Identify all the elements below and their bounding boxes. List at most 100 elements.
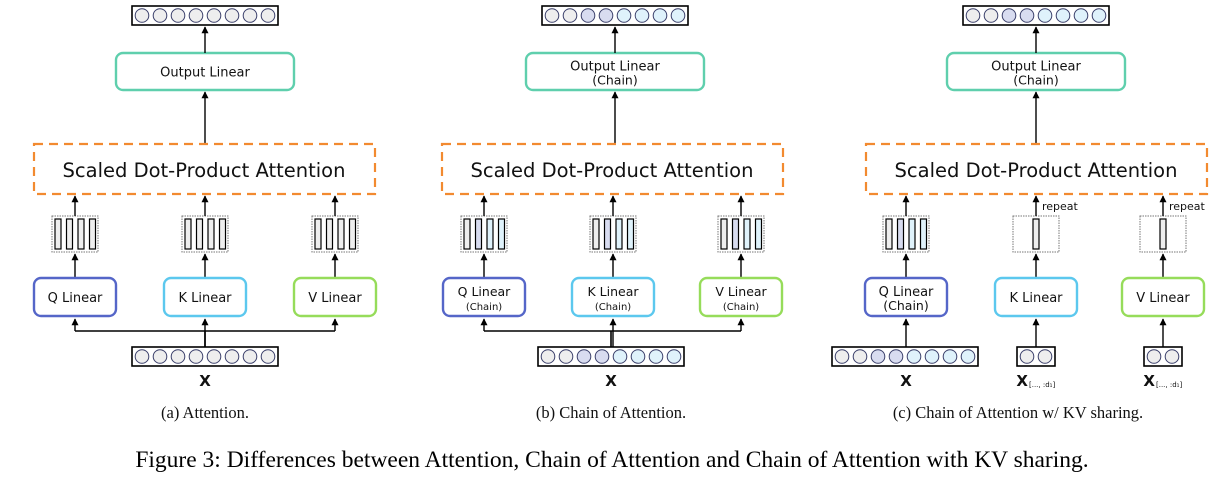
matrix-column	[65, 218, 74, 250]
q-linear-box: Q Linear	[32, 276, 118, 318]
matrix-column	[603, 218, 612, 250]
q-linear-box-label: Q Linear	[48, 291, 103, 306]
vector-cell	[242, 349, 258, 364]
vector-cell	[616, 8, 632, 23]
attention-box: Scaled Dot-Product Attention	[32, 142, 377, 196]
vector-cell	[242, 8, 258, 23]
v-linear-box-frame	[292, 276, 378, 318]
v-linear-box-label: V Linear	[308, 291, 362, 306]
attention-box: Scaled Dot-Product Attention	[864, 142, 1209, 196]
matrix-column	[919, 218, 928, 250]
vector-frame	[131, 5, 279, 26]
vector-cell	[188, 8, 204, 23]
vector-cell	[558, 349, 574, 364]
q-linear-box-frame	[32, 276, 118, 318]
vector-cell	[152, 8, 168, 23]
v-linear-box-frame	[698, 276, 784, 318]
k-linear-box-sublabel: (Chain)	[595, 302, 631, 313]
vector-cell	[670, 8, 686, 23]
vector-cell	[1055, 8, 1071, 23]
matrix-column	[754, 218, 763, 250]
vector-frame	[962, 5, 1110, 26]
vector-cell	[612, 349, 628, 364]
vector-cell	[188, 349, 204, 364]
v-linear-box: V Linear	[292, 276, 378, 318]
vector-cell	[924, 349, 940, 364]
v-linear-box: V Linear(Chain)	[698, 276, 784, 318]
attention-box-frame	[32, 142, 377, 196]
vector-cell	[983, 8, 999, 23]
matrix-column	[337, 218, 345, 250]
vector-cell	[134, 349, 150, 364]
q-linear-box-label: Q Linear	[458, 284, 512, 299]
matrix-column	[325, 218, 334, 250]
vector-cell	[1001, 8, 1017, 23]
v-matrix	[717, 215, 765, 253]
output-linear-box-label: Output Linear	[991, 60, 1081, 75]
output-vector	[962, 5, 1110, 26]
vector-cell	[1037, 8, 1053, 23]
vector-cell	[1091, 8, 1107, 23]
k-input-vector	[1016, 346, 1056, 367]
k-input-label: X	[1016, 372, 1028, 390]
matrix-column	[348, 218, 357, 250]
matrix-column	[463, 218, 471, 250]
figure-caption: Figure 3: Differences between Attention,…	[135, 447, 1089, 473]
attention-box-frame	[864, 142, 1209, 196]
matrix-column	[195, 218, 204, 250]
vector-cell	[852, 349, 868, 364]
vector-cell	[634, 8, 650, 23]
vector-cell	[906, 349, 922, 364]
q-linear-box-sublabel: (Chain)	[466, 302, 502, 313]
vector-cell	[170, 8, 186, 23]
k-matrix	[1012, 215, 1060, 253]
matrix-column	[743, 218, 751, 250]
vector-cell	[942, 349, 958, 364]
panel-caption-a: (a) Attention.	[161, 403, 249, 422]
attention-box-label: Scaled Dot-Product Attention	[471, 159, 754, 182]
vector-cell	[870, 349, 886, 364]
panel-b: Output Linear (Chain) Scaled Dot-Product A…	[440, 5, 785, 422]
k-linear-box-label: K Linear	[1009, 291, 1063, 306]
attention-box: Scaled Dot-Product Attention	[440, 142, 785, 196]
q-matrix	[51, 215, 99, 253]
attention-box-frame	[440, 142, 785, 196]
k-linear-box: K Linear	[993, 276, 1079, 318]
vector-cell	[580, 8, 596, 23]
v-linear-box-sublabel: (Chain)	[723, 302, 759, 313]
attention-box-label: Scaled Dot-Product Attention	[895, 159, 1178, 182]
vector-cell	[594, 349, 610, 364]
k-matrix	[589, 215, 637, 253]
vector-cell	[540, 349, 556, 364]
q-linear-box-sublabel: (Chain)	[883, 298, 928, 313]
matrix-column	[218, 218, 227, 250]
q-matrix	[460, 215, 508, 253]
output-linear-box-label: Output Linear	[570, 60, 660, 75]
input-label: X	[605, 372, 617, 390]
k-repeat-label: repeat	[1042, 200, 1079, 213]
vector-frame	[541, 5, 689, 26]
matrix-column	[592, 218, 600, 250]
vector-cell	[224, 8, 240, 23]
v-matrix	[1139, 215, 1187, 253]
matrix-column	[885, 218, 893, 250]
vector-cell	[1146, 349, 1162, 364]
matrix-column	[54, 218, 62, 250]
v-linear-box-label: V Linear	[1136, 291, 1190, 306]
q-linear-box: Q Linear(Chain)	[863, 276, 949, 318]
matrix-column	[720, 218, 728, 250]
v-input-label: X	[1143, 372, 1155, 390]
q-linear-box-frame	[441, 276, 527, 318]
vector-cell	[576, 349, 592, 364]
input-vector	[831, 346, 979, 367]
vector-cell	[1019, 8, 1035, 23]
vector-cell	[206, 8, 222, 23]
q-linear-box: Q Linear (Chain)	[441, 276, 527, 318]
matrix-column	[88, 218, 97, 250]
v-repeat-label: repeat	[1169, 200, 1206, 213]
matrix-column	[896, 218, 905, 250]
k-linear-box-frame	[570, 276, 656, 318]
matrix-column	[184, 218, 192, 250]
k-linear-box-frame	[993, 276, 1079, 318]
